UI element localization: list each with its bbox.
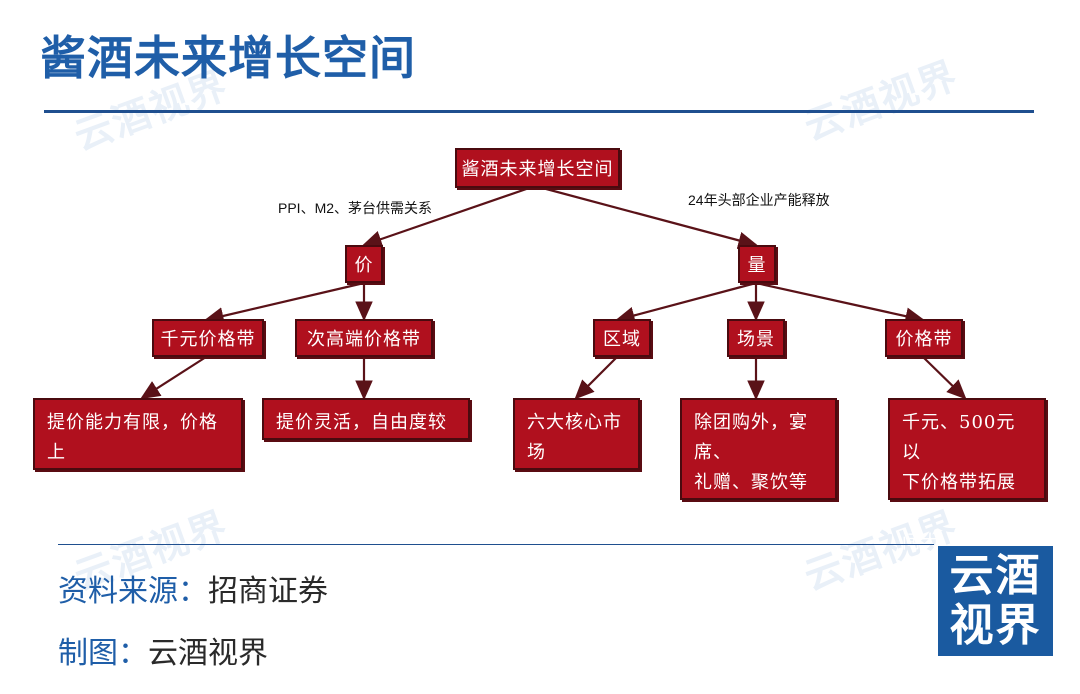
node-region-detail: 六大核心市场 之外市场扩张 <box>513 398 640 523</box>
link-root-price <box>361 184 536 248</box>
detail-line: 六大核心市场 <box>527 412 622 463</box>
title-divider <box>44 110 1034 113</box>
source-value: 招商证券 <box>208 574 328 609</box>
detail-line: 景潜力大 <box>694 532 770 553</box>
source-divider <box>58 544 934 545</box>
node-cigaoduan-band: 次高端价格带 <box>295 319 433 357</box>
node-qianyuan-detail: 提价能力有限，价格上 限受制于五粮液价格 <box>33 398 243 493</box>
node-cigaoduan-detail: 提价灵活，自由度较高 <box>262 398 470 463</box>
detail-line: 礼赠、聚饮等场 <box>694 472 808 523</box>
link-qianyuan-detail <box>140 356 207 400</box>
node-price: 价 <box>345 245 383 283</box>
link-jiagedai-detail <box>922 356 967 400</box>
made-by-label: 制图： <box>58 636 148 671</box>
source-label: 资料来源： <box>58 574 208 609</box>
link-quyu-detail <box>574 356 618 400</box>
detail-line: 提价灵活，自由度较高 <box>276 412 447 463</box>
node-scene: 场景 <box>727 319 785 357</box>
detail-line: 限受制于五粮液价格 <box>47 472 218 493</box>
link-root-volume <box>534 184 759 249</box>
made-by-value: 云酒视界 <box>148 636 268 671</box>
detail-line: 提价能力有限，价格上 <box>47 412 218 463</box>
detail-line: 下价格带拓展空 <box>902 472 1016 523</box>
link-price-qianyuan <box>203 281 365 325</box>
node-price-band-detail: 千元、500元以 下价格带拓展空 间大 <box>888 398 1046 553</box>
node-scene-detail: 除团购外，宴席、 礼赠、聚饮等场 景潜力大 <box>680 398 837 553</box>
source-line: 资料来源：招商证券 <box>58 566 328 610</box>
edge-label-right: 24年头部企业产能释放 <box>688 192 830 208</box>
detail-line: 间大 <box>902 532 940 553</box>
detail-line: 除团购外，宴席、 <box>694 412 808 463</box>
logo-line-1: 云酒 <box>949 550 1042 601</box>
link-volume-jiagedai <box>755 281 926 325</box>
node-qianyuan-band: 千元价格带 <box>152 319 264 357</box>
brand-logo: 云酒 视界 <box>938 546 1053 656</box>
edge-label-left: PPI、M2、茅台供需关系 <box>278 200 433 216</box>
link-volume-quyu <box>614 281 757 324</box>
page-title: 酱酒未来增长空间 <box>40 31 416 85</box>
node-region: 区域 <box>593 319 651 357</box>
detail-line: 千元、500元以 <box>902 412 1016 463</box>
detail-line: 之外市场扩张 <box>527 472 622 523</box>
node-volume: 量 <box>738 245 776 283</box>
logo-line-2: 视界 <box>949 600 1042 651</box>
node-root: 酱酒未来增长空间 <box>455 148 620 188</box>
made-by-line: 制图：云酒视界 <box>58 628 268 672</box>
node-price-band: 价格带 <box>885 319 963 357</box>
